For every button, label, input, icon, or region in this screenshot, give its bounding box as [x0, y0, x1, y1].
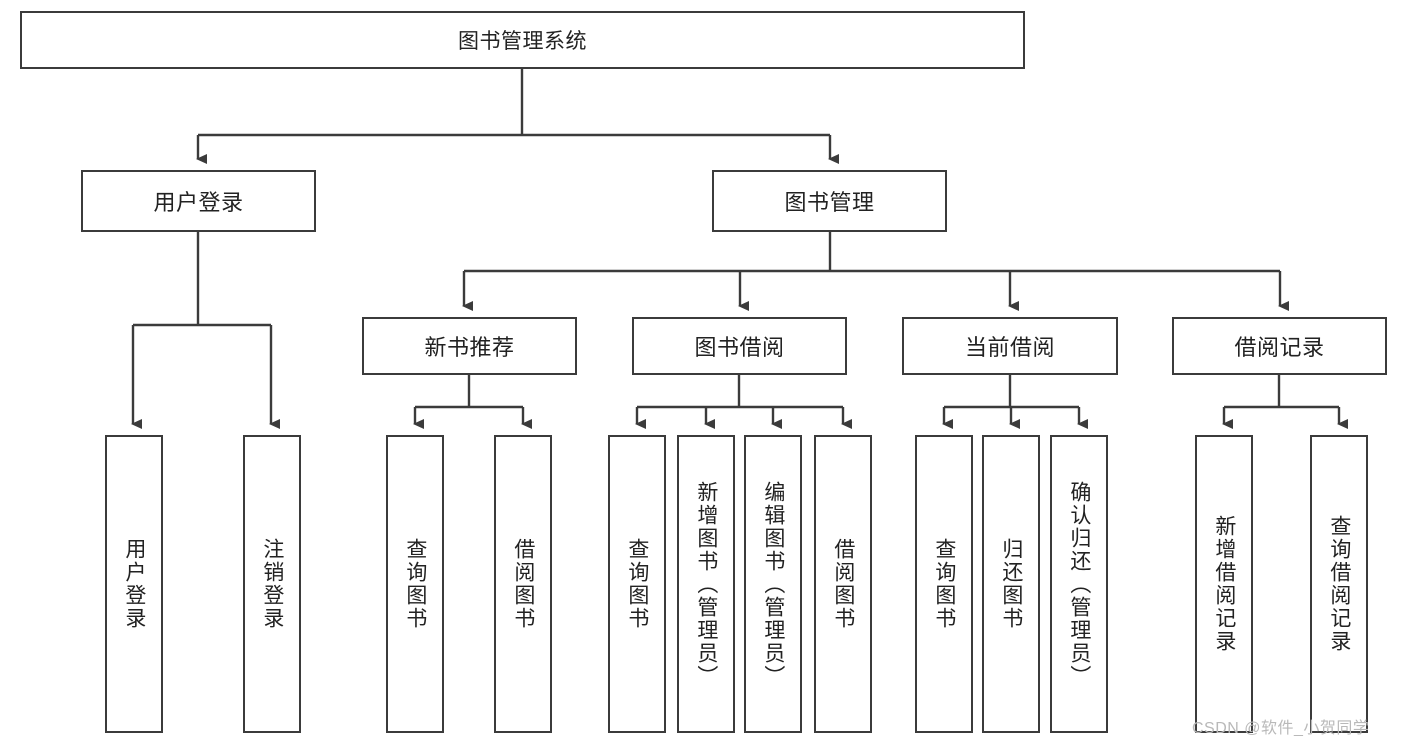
node-root-system[interactable]: 图书管理系统 — [20, 11, 1025, 69]
leaf-borrow-query-book[interactable]: 查询图书 — [608, 435, 666, 733]
node-label: 借阅记录 — [1234, 335, 1325, 360]
leaf-borrow-edit-book[interactable]: 编辑图书（管理员） — [744, 435, 802, 733]
leaf-borrow-borrow-book[interactable]: 借阅图书 — [814, 435, 872, 733]
node-current-borrow[interactable]: 当前借阅 — [902, 317, 1118, 375]
leaf-user-login-login[interactable]: 用户登录 — [105, 435, 163, 733]
node-label: 图书管理系统 — [458, 30, 587, 53]
leaf-recommend-borrow-book[interactable]: 借阅图书 — [494, 435, 552, 733]
node-label: 用户登录 — [153, 190, 244, 215]
node-label: 注销登录 — [260, 538, 284, 630]
node-label: 查询借阅记录 — [1327, 515, 1351, 653]
node-label: 当前借阅 — [964, 335, 1055, 360]
node-label: 查询图书 — [625, 538, 649, 630]
node-label: 借阅图书 — [511, 538, 535, 630]
leaf-user-login-logout[interactable]: 注销登录 — [243, 435, 301, 733]
node-label: 归还图书 — [999, 538, 1023, 630]
leaf-record-query-record[interactable]: 查询借阅记录 — [1310, 435, 1368, 733]
node-book-borrow[interactable]: 图书借阅 — [632, 317, 847, 375]
node-user-login[interactable]: 用户登录 — [81, 170, 316, 232]
leaf-current-return-book[interactable]: 归还图书 — [982, 435, 1040, 733]
leaf-recommend-query-book[interactable]: 查询图书 — [386, 435, 444, 733]
node-label: 图书借阅 — [694, 335, 785, 360]
node-borrow-record[interactable]: 借阅记录 — [1172, 317, 1387, 375]
node-label: 图书管理 — [784, 190, 875, 215]
node-label: 新书推荐 — [424, 335, 515, 360]
node-label: 借阅图书 — [831, 538, 855, 630]
node-label: 查询图书 — [403, 538, 427, 630]
leaf-record-add-record[interactable]: 新增借阅记录 — [1195, 435, 1253, 733]
leaf-current-confirm-return[interactable]: 确认归还（管理员） — [1050, 435, 1108, 733]
node-label: 编辑图书（管理员） — [761, 480, 785, 688]
leaf-current-query-book[interactable]: 查询图书 — [915, 435, 973, 733]
node-label: 新增借阅记录 — [1212, 515, 1236, 653]
node-label: 用户登录 — [122, 538, 146, 630]
csdn-watermark: CSDN @软件_小贺同学 — [1192, 720, 1370, 737]
node-book-management[interactable]: 图书管理 — [712, 170, 947, 232]
node-label: 新增图书（管理员） — [694, 480, 718, 688]
node-label: 确认归还（管理员） — [1067, 480, 1091, 688]
node-label: 查询图书 — [932, 538, 956, 630]
leaf-borrow-add-book[interactable]: 新增图书（管理员） — [677, 435, 735, 733]
node-new-book-recommend[interactable]: 新书推荐 — [362, 317, 577, 375]
